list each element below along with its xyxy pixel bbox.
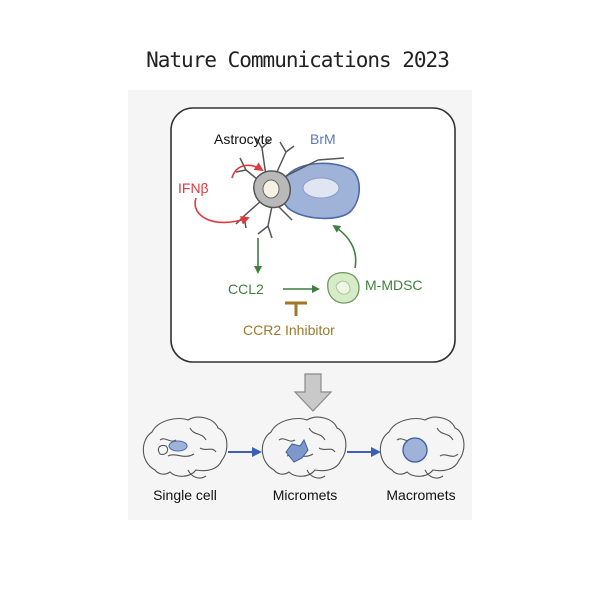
ifnb-arrow-top	[231, 162, 264, 179]
brm-tumor-cell	[280, 162, 361, 220]
ccr2-inhibitor-block	[285, 301, 307, 316]
ccl2-label: CCL2	[228, 281, 264, 297]
astrocyte-cell	[235, 137, 345, 239]
brain-macromets	[379, 416, 465, 479]
mmdsc-to-brm-arrow	[332, 224, 357, 269]
brm-label: BrM	[310, 131, 336, 147]
progression-down-arrow	[293, 373, 333, 412]
ifnb-label: IFNβ	[178, 180, 209, 196]
ccr2-inhibitor-label: CCR2 Inhibitor	[243, 322, 335, 338]
figure-title: Nature Communications 2023	[146, 48, 450, 72]
ifnb-arrow-bottom	[194, 197, 250, 225]
stage-label-single-cell: Single cell	[153, 487, 217, 503]
brain-micromets	[261, 416, 347, 479]
astrocyte-label: Astrocyte	[214, 131, 273, 147]
mmdsc-label: M-MDSC	[365, 277, 423, 293]
stage-label-macromets: Macromets	[386, 487, 455, 503]
brain-single-cell	[142, 416, 228, 479]
mmdsc-cell	[327, 271, 360, 304]
stage-label-micromets: Micromets	[273, 487, 338, 503]
